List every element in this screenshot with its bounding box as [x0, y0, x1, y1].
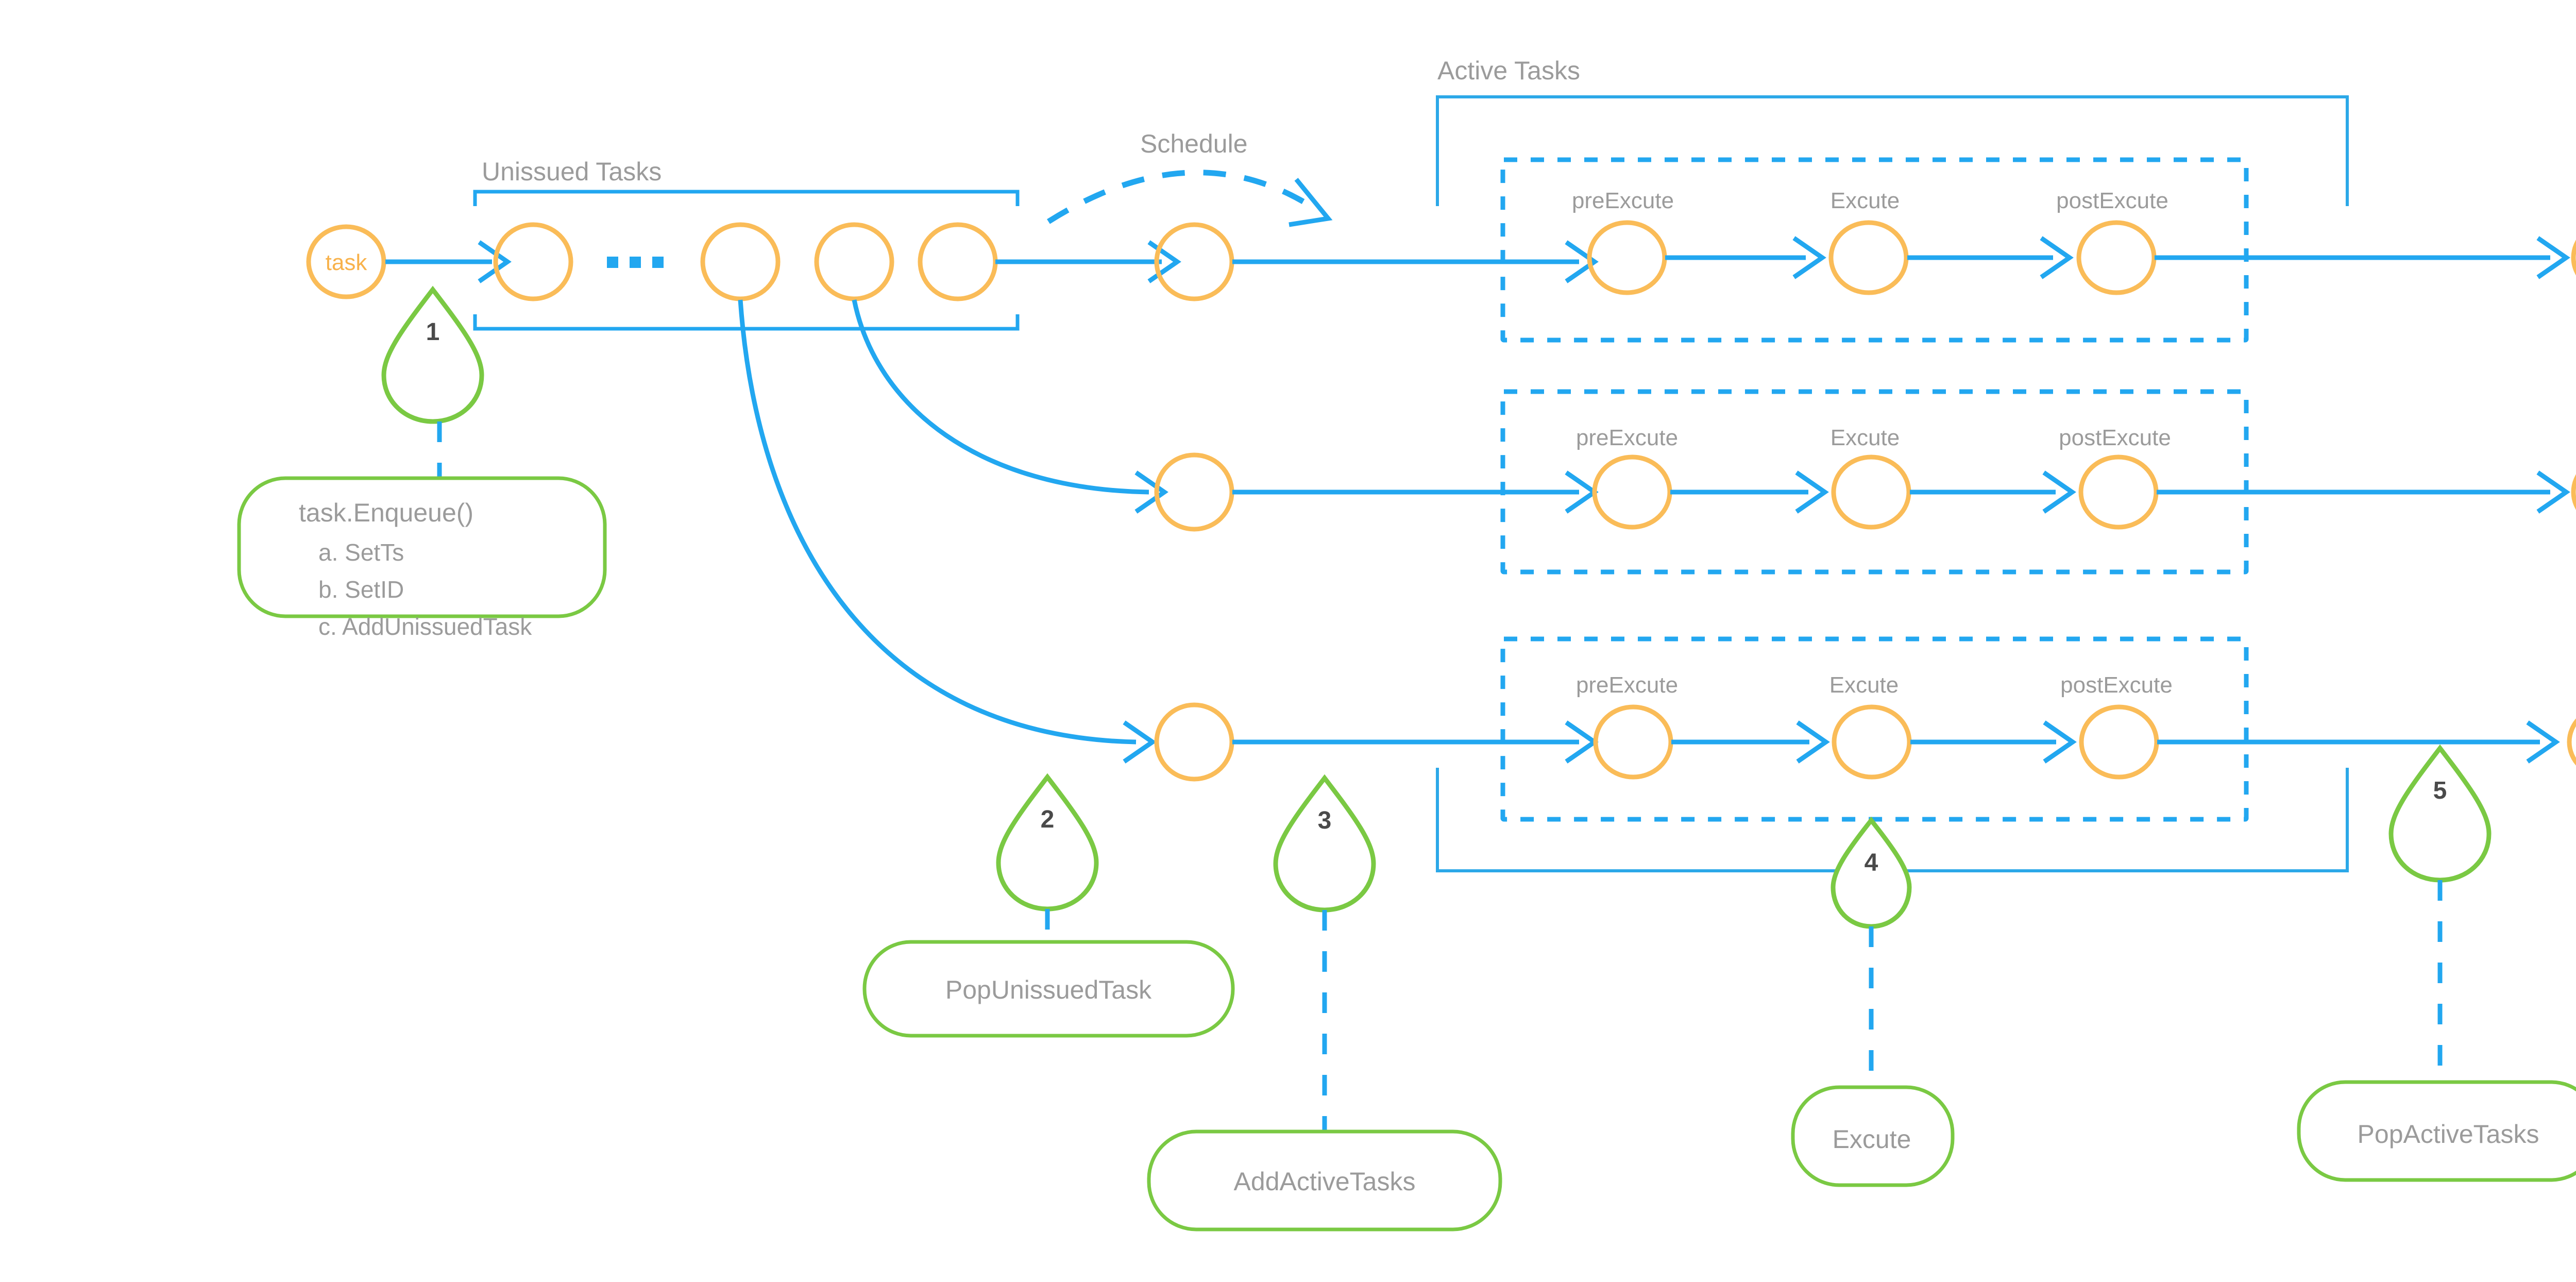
row-1-pre-label: preExcute	[1572, 188, 1674, 213]
row-3-scheduled-task-node[interactable]	[1154, 702, 1234, 782]
schedule-label: Schedule	[1140, 129, 1248, 158]
marker-3[interactable]: 3	[1273, 774, 1376, 913]
row-3-exec-node[interactable]	[1832, 704, 1912, 780]
row-3-terminal-node[interactable]	[2567, 707, 2576, 777]
callout-enqueue-step-b: b. SetID	[318, 576, 404, 603]
unissued-task-node-3[interactable]	[814, 222, 894, 301]
row-1-stage-connectors	[1665, 236, 2074, 279]
curve-row-3-arrowhead	[1123, 720, 1157, 764]
unissued-task-node-4[interactable]	[918, 222, 998, 301]
row-2-terminal-node[interactable]	[2571, 457, 2576, 527]
schedule-arc-arrow	[1047, 170, 1333, 227]
marker-2[interactable]: 2	[996, 773, 1099, 912]
marker-4[interactable]: 4	[1831, 816, 1912, 929]
row-1-post-node[interactable]	[2076, 220, 2157, 295]
row-3-flow-exit	[2157, 720, 2560, 764]
unissued-tasks-bracket	[473, 190, 1020, 331]
row-2-execution-box	[1500, 389, 2249, 575]
curve-row-2-arrowhead	[1134, 470, 1168, 514]
marker-2-number: 2	[1041, 806, 1055, 833]
marker-5-number: 5	[2433, 777, 2447, 804]
callout-pop-active[interactable]: PopActiveTasks	[2297, 1080, 2576, 1182]
callout-add-active[interactable]: AddActiveTasks	[1147, 1129, 1502, 1232]
row-1-flow-exit	[2155, 236, 2570, 279]
row-1-pre-node[interactable]	[1587, 220, 1667, 295]
row-3-stage-connectors	[1671, 720, 2077, 764]
row-3-pre-node[interactable]	[1593, 704, 1673, 780]
callout-pop-unissued[interactable]: PopUnissuedTask	[862, 940, 1235, 1038]
row-1-execution-box	[1500, 157, 2249, 343]
marker-5[interactable]: 5	[2388, 744, 2492, 883]
row-2-flow-exit	[2157, 470, 2570, 514]
callout-excute-label: Excute	[1833, 1125, 1911, 1154]
curve-unissued-to-row-3	[738, 299, 1137, 745]
arrow-start-to-queue	[385, 240, 512, 283]
row-2-pre-label: preExcute	[1576, 425, 1678, 450]
row-2-pre-node[interactable]	[1592, 454, 1672, 530]
row-1-terminal-node[interactable]	[2571, 223, 2576, 293]
row-2-exec-label: Excute	[1831, 425, 1900, 450]
row-1-exec-node[interactable]	[1828, 220, 1909, 295]
marker-4-number: 4	[1865, 849, 1878, 876]
row-3-post-node[interactable]	[2079, 704, 2159, 780]
callout-enqueue-step-a: a. SetTs	[318, 539, 404, 566]
row-1-scheduled-task-node[interactable]	[1154, 222, 1234, 301]
callout-excute[interactable]: Excute	[1791, 1085, 1955, 1187]
marker-1[interactable]: 1	[381, 285, 484, 424]
row-2-post-label: postExcute	[2059, 425, 2171, 450]
row-1-exec-label: Excute	[1831, 188, 1900, 213]
row-3-post-label: postExcute	[2060, 672, 2173, 698]
row-3-exec-label: Excute	[1829, 672, 1899, 698]
callout-enqueue-step-c: c. AddUnissuedTask	[318, 613, 532, 640]
active-tasks-label: Active Tasks	[1437, 56, 1580, 85]
callout-add-active-label: AddActiveTasks	[1234, 1167, 1416, 1196]
row-1-post-label: postExcute	[2056, 188, 2168, 213]
marker-3-number: 3	[1318, 807, 1332, 834]
row-2-post-node[interactable]	[2078, 454, 2159, 530]
row-3-pre-label: preExcute	[1576, 672, 1678, 698]
unissued-task-node-1[interactable]	[493, 222, 573, 301]
unissued-task-nodes	[493, 222, 998, 301]
row-2-exec-node[interactable]	[1831, 454, 1911, 530]
row-1-flow-to-pre	[1232, 240, 1599, 283]
marker-1-number: 1	[426, 318, 440, 346]
row-1-flow-entry	[995, 240, 1181, 283]
start-task-label: task	[326, 250, 368, 275]
row-2-scheduled-task-node[interactable]	[1154, 452, 1234, 532]
unissued-task-node-2[interactable]	[700, 222, 781, 301]
row-3-execution-box	[1500, 636, 2249, 822]
callout-enqueue[interactable]: task.Enqueue() a. SetTs b. SetID c. AddU…	[237, 476, 607, 640]
callout-enqueue-title: task.Enqueue()	[299, 498, 473, 527]
row-2-flow-to-pre	[1232, 470, 1599, 514]
queue-ellipsis-icon	[607, 257, 664, 268]
curve-unissued-to-row-2	[852, 299, 1149, 495]
row-2-stage-connectors	[1670, 470, 2076, 514]
start-task-node[interactable]: task	[306, 224, 386, 299]
unissued-tasks-label: Unissued Tasks	[482, 157, 662, 186]
callout-pop-unissued-label: PopUnissuedTask	[945, 975, 1152, 1004]
callout-pop-active-label: PopActiveTasks	[2358, 1120, 2539, 1149]
row-3-flow-to-pre	[1232, 720, 1599, 764]
